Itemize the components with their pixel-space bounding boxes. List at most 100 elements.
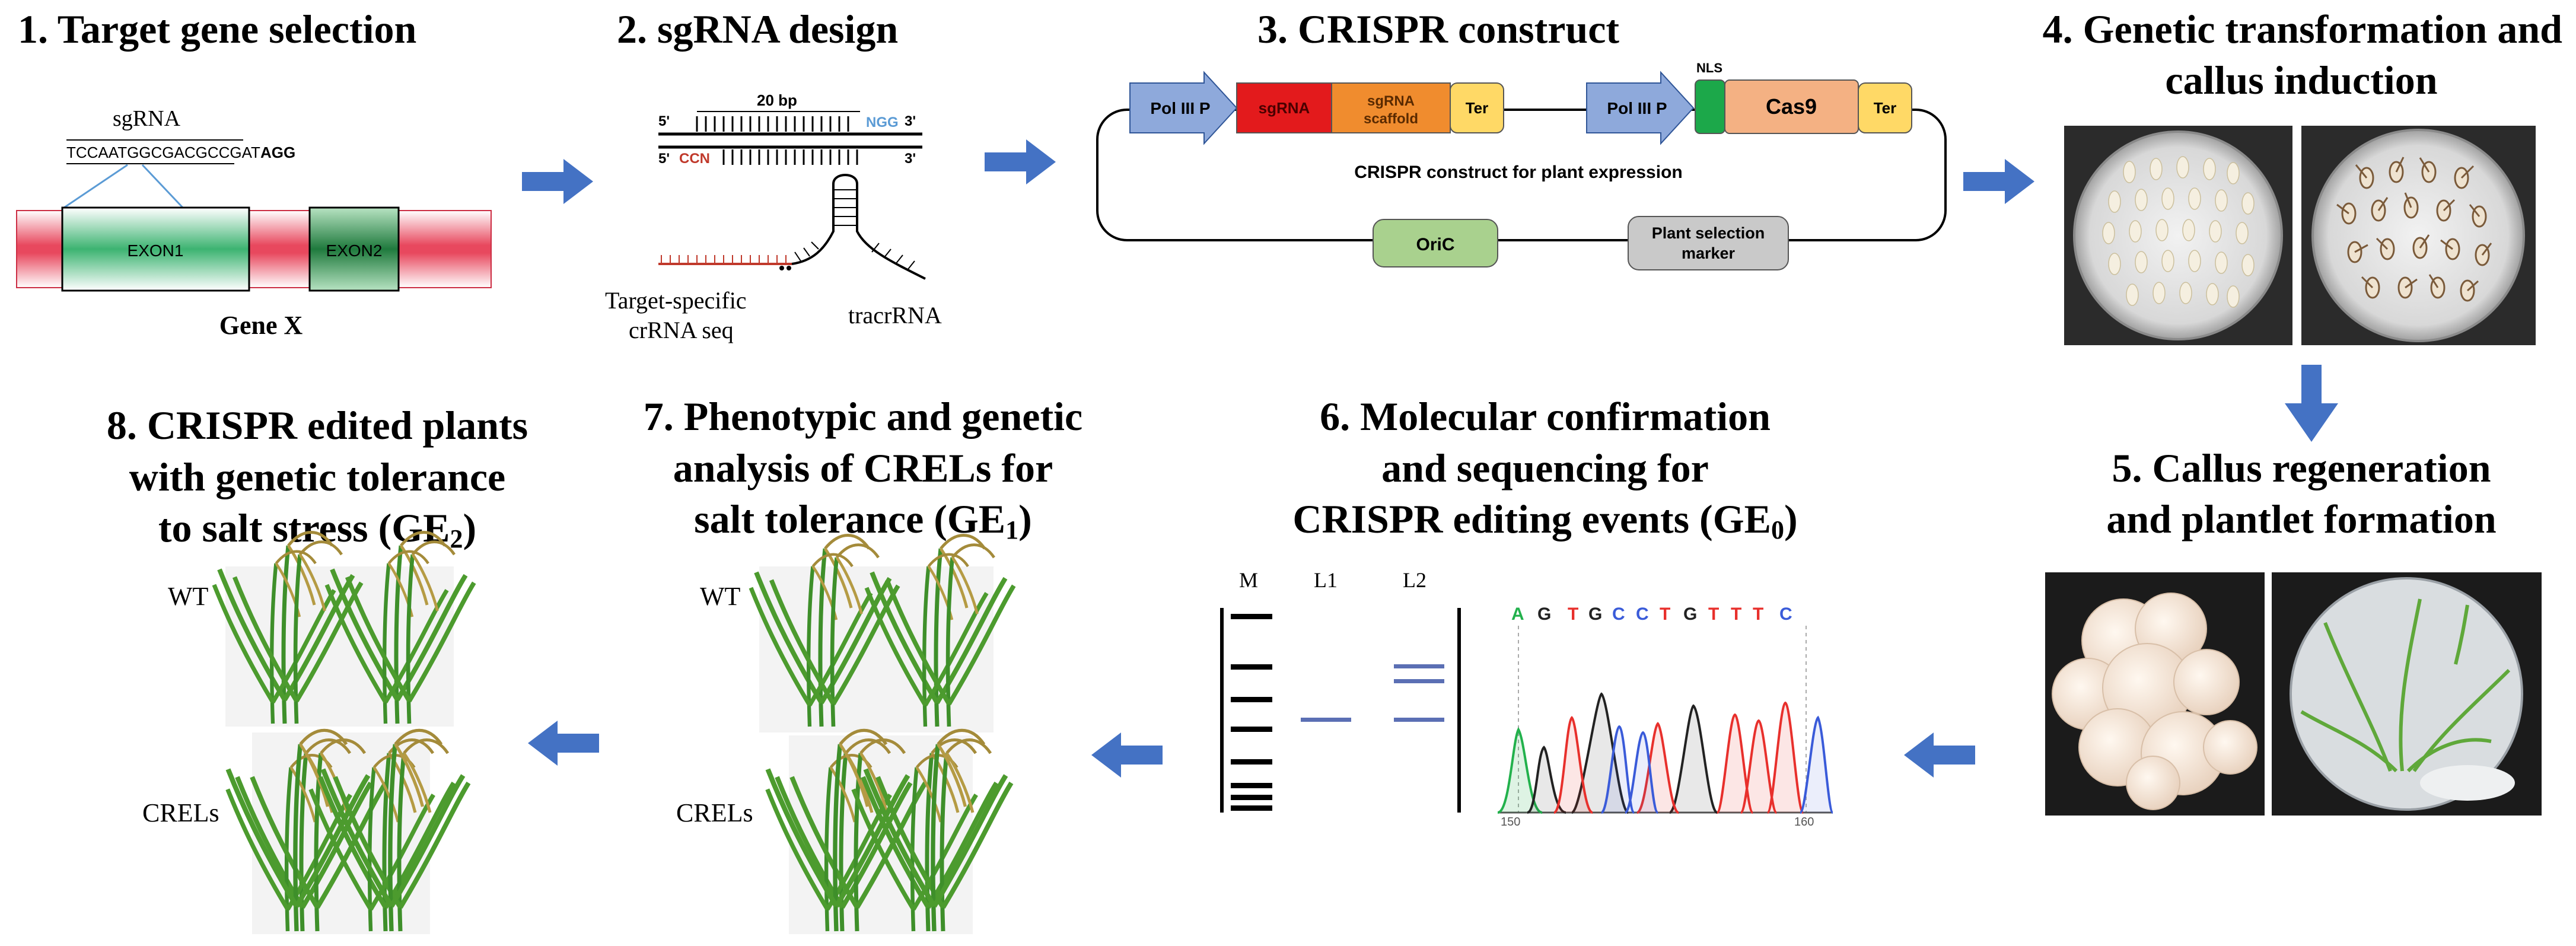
pol-iii-promoter-1: [1129, 71, 1238, 145]
seed-grid-1: [2102, 156, 2255, 308]
callus-mass: [2052, 593, 2257, 810]
tracrrna-label: tracrRNA: [848, 302, 942, 329]
lane-l2-label: L2: [1403, 568, 1426, 592]
l2-band-upper: [1394, 664, 1444, 668]
sgrna-scaffold-element: [1331, 82, 1451, 133]
exon1-label: EXON1: [128, 241, 184, 260]
chromatogram: A G T G C C T G T T T C 150 160: [1497, 604, 1834, 829]
exon2-label: EXON2: [326, 241, 383, 260]
pol-iii-label-2: Pol III P: [1607, 99, 1667, 117]
trace-red: [1553, 701, 1804, 814]
target-sequence: TCCAATGGCGACGCCGATAGG: [66, 144, 295, 161]
sgrna-element: [1236, 82, 1332, 133]
junction-dot-2: [787, 266, 791, 270]
ladder-bands: [1231, 614, 1272, 811]
sgrna-element-label: sgRNA: [1259, 99, 1310, 117]
five-prime-top: 5': [658, 113, 670, 129]
step-8-title-line3: to salt stress (GE2): [158, 505, 476, 553]
block-arrow-icon: [1963, 159, 2034, 204]
l2-band-lower: [1394, 718, 1444, 722]
marker-label-line2: marker: [1682, 244, 1736, 262]
step-5-callus-regeneration: 5. Callus regeneration and plantlet form…: [2045, 445, 2542, 816]
petri-dish-icon: [2290, 577, 2523, 811]
step-7-phenotypic-analysis: 7. Phenotypic and genetic analysis of CR…: [644, 394, 1082, 934]
l1-band: [1301, 718, 1351, 722]
ter-label-2: Ter: [1874, 99, 1897, 117]
oric-element: [1373, 219, 1498, 267]
nls-element: [1695, 79, 1725, 134]
trace-tick-right: 160: [1794, 816, 1814, 829]
plant-selection-marker: [1628, 216, 1789, 270]
lane-l1-label: L1: [1314, 568, 1338, 592]
exon2-box: [308, 206, 400, 292]
l2-band-middle: [1394, 679, 1444, 683]
exon1-box: [61, 206, 250, 292]
step-2-title: 2. sgRNA design: [617, 7, 898, 52]
block-arrow-icon: [1091, 732, 1163, 778]
three-prime-top: 3': [905, 113, 916, 129]
construct-caption: CRISPR construct for plant expression: [1354, 163, 1682, 182]
gene-name: Gene X: [219, 311, 303, 340]
plasmid-backbone: [1096, 109, 1947, 241]
top-strand-ticks: [696, 116, 849, 132]
trace-green: [1497, 727, 1543, 814]
scaffold-label-line2: scaffold: [1364, 111, 1418, 127]
step-5-title-line1: 5. Callus regeneration: [2112, 445, 2491, 490]
block-arrow-icon: [522, 159, 593, 204]
block-arrow-icon: [985, 139, 1056, 184]
step-3-crispr-construct: 3. CRISPR construct Pol III P sgRNA sgRN…: [1096, 7, 1947, 270]
plantlets: [2300, 598, 2511, 773]
ccn-label: CCN: [679, 151, 710, 167]
marker-label-line1: Plant selection: [1652, 224, 1765, 242]
base-calls: A G T G C C T G T T T C: [1511, 604, 1792, 624]
step-7-title-line3: salt tolerance (GE1): [694, 496, 1032, 544]
step-4-title-line2: callus induction: [2165, 58, 2437, 103]
bottom-strand-ticks: [722, 149, 858, 165]
crrna-ticks: [661, 255, 787, 264]
step-7-title-line1: 7. Phenotypic and genetic: [644, 394, 1082, 439]
trace-black: [1527, 692, 1718, 814]
ngg-label: NGG: [866, 114, 899, 130]
step-5-title-line2: and plantlet formation: [2106, 496, 2496, 542]
step-6-title-line1: 6. Molecular confirmation: [1320, 394, 1771, 439]
ter-label-1: Ter: [1466, 99, 1489, 117]
step-2-sgrna-design: 2. sgRNA design 20 bp 5' 3' NGG 5' CCN 3…: [605, 7, 942, 343]
five-prime-bottom: 5': [658, 151, 670, 167]
crels-label: CRELs: [676, 798, 753, 827]
three-prime-bottom: 3': [905, 151, 916, 167]
germinating-seeds: [2336, 157, 2492, 302]
pol-iii-promoter-2: [1586, 71, 1695, 145]
scaffold-label-line1: sgRNA: [1367, 93, 1415, 109]
hairpin-ticks: [794, 189, 915, 270]
gel-image: M L1 L2: [1220, 568, 1461, 813]
crrna-label-line1: Target-specific: [605, 287, 747, 314]
bp-label: 20 bp: [757, 91, 797, 109]
callout-line-left: [62, 164, 128, 210]
oric-label: OriC: [1416, 235, 1454, 254]
trace-blue: [1600, 715, 1834, 814]
nls-label: NLS: [1696, 60, 1722, 75]
crels-label: CRELs: [142, 798, 219, 827]
terminator-1: [1450, 82, 1504, 133]
step-6-title-line3: CRISPR editing events (GE0): [1292, 496, 1797, 544]
block-arrow-icon: [528, 721, 599, 766]
step-1-target-gene-selection: 1. Target gene selection sgRNA TCCAATGGC…: [16, 7, 492, 340]
cas9-label: Cas9: [1766, 94, 1817, 119]
step-8-title-line1: 8. CRISPR edited plants: [107, 403, 528, 448]
step-7-title-line2: analysis of CRELs for: [673, 445, 1053, 490]
crrna-label-line2: crRNA seq: [629, 317, 734, 343]
block-arrow-icon: [1904, 732, 1975, 778]
step-6-title-line2: and sequencing for: [1381, 445, 1709, 490]
block-arrow-icon: [2285, 365, 2338, 442]
wt-label: WT: [168, 582, 209, 611]
junction-dot-1: [779, 266, 784, 270]
petri-dish-icon: [2311, 129, 2525, 342]
sgrna-label: sgRNA: [113, 106, 181, 131]
tracrrna-hairpin: [791, 174, 926, 280]
lane-m-label: M: [1239, 568, 1258, 592]
step-3-title: 3. CRISPR construct: [1257, 7, 1619, 52]
terminator-2: [1858, 82, 1912, 133]
step-4-title-line1: 4. Genetic transformation and: [2043, 7, 2563, 52]
pol-iii-label-1: Pol III P: [1150, 99, 1210, 117]
